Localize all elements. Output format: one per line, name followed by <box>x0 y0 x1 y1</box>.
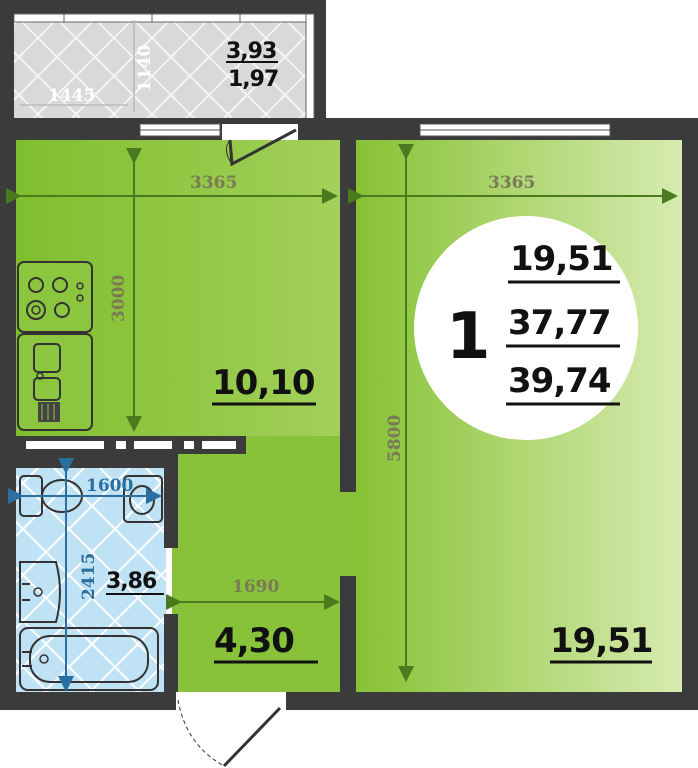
hallway-floor <box>172 436 358 692</box>
kitchen-depth-dim: 3000 <box>109 275 129 322</box>
bathroom-area: 3,86 <box>106 569 157 594</box>
balcony-depth-dim: 1140 <box>135 45 155 92</box>
inner-walls <box>16 140 356 696</box>
entrance-door <box>176 692 286 768</box>
summary-living-area: 19,51 <box>510 239 613 279</box>
balcony-width-dim: 1445 <box>48 86 95 106</box>
bathtub-icon <box>19 627 159 691</box>
bath-dimension-lines <box>8 458 162 692</box>
summary-total-with-balcony: 39,74 <box>508 361 611 401</box>
kitchen-area: 10,10 <box>212 363 315 403</box>
summary-badge: 1 19,51 37,77 39,74 <box>414 216 638 440</box>
balcony: 1445 1140 3,93 1,97 <box>0 0 326 123</box>
rooms-count: 1 <box>446 300 491 374</box>
dimension-lines <box>6 144 678 682</box>
balcony-area-bottom: 1,97 <box>228 67 278 92</box>
hallway-area: 4,30 <box>214 621 294 661</box>
bath-width-dim: 1600 <box>86 476 133 496</box>
hallway-width-dim: 1690 <box>232 577 279 597</box>
balcony-area-top: 3,93 <box>226 39 276 64</box>
kitchen-width-dim: 3365 <box>190 173 237 193</box>
bath-depth-dim: 2415 <box>79 553 99 600</box>
stove-icon <box>17 261 93 333</box>
windows <box>139 123 611 137</box>
balcony-door <box>222 124 298 167</box>
living-area: 19,51 <box>550 621 653 661</box>
living-width-dim: 3365 <box>488 173 535 193</box>
living-depth-dim: 5800 <box>385 415 405 462</box>
summary-total-area: 37,77 <box>508 303 611 343</box>
sink-icon <box>17 333 93 431</box>
